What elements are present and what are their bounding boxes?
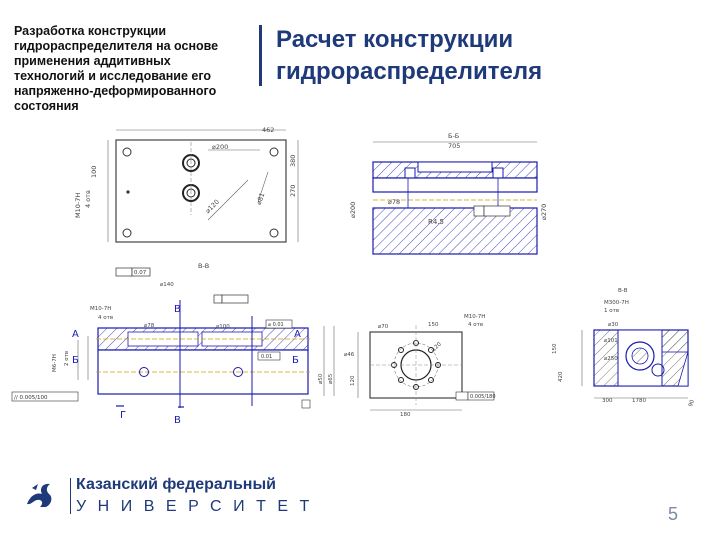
title-divider [259,25,262,86]
dim-label: 420 [558,371,564,382]
dim-label: ⌀200 [349,202,357,218]
dim-label: 4 отв [98,315,113,321]
dim-label: 462 [262,126,274,134]
dim-label: ⌀78 [388,198,400,206]
dim-label: ⌀140 [160,282,174,288]
slide-title: Расчет конструкции гидрораспределителя [276,24,542,88]
section-marker: В [174,304,181,315]
university-logo: Казанский федеральный УНИВЕРСИТЕТ [22,474,309,520]
university-name: Казанский федеральный [76,476,276,493]
bolt-hole-icon [122,147,132,157]
section-marker: А [294,329,301,340]
dim-label: ⌀65 [328,373,334,384]
subtitle-line-2: гидрораспределителя на основе [14,39,219,53]
dim-label: ⌀70 [378,324,389,330]
subtitle-line-5: напряженно-деформированного [14,84,217,98]
bolt-hole-icon [269,228,279,238]
pin-dot [126,190,130,194]
dim-label: 300 [602,398,613,404]
slide-subtitle: Разработка конструкции гидрораспределите… [14,24,252,114]
dim-label: M10-7H [464,314,485,320]
section-label: В-В [618,288,628,294]
dim-label: M6-7H [52,354,58,372]
section-marker: А [72,329,79,340]
dim-label: ⌀200 [212,143,228,151]
title-line-1: Расчет конструкции [276,26,514,53]
dim-label: 150 [552,343,558,354]
dim-label: 380 [289,155,297,167]
dim-label: ⌀250 [604,356,618,362]
section-bb: Б-Б 705 ⌀200 ⌀78 ⌀270 R4.5 [349,132,548,255]
dim-label: 1 отв [604,308,619,314]
section-label: В-В [198,262,209,270]
subtitle-line-1: Разработка конструкции [14,24,167,38]
dim-label: 0.07 [134,270,147,276]
section-side: ⌀70 150 120 ⌀46 M10-7H 4 отв 120 180 0.0… [344,314,496,418]
dim-label: ⌀78 [144,323,155,329]
front-view: 0.07 В-В ⌀140 M10-7H 4 отв M6-7H 2 отв ⌀… [11,262,335,426]
dim-label: ⌀46 [344,352,355,358]
top-view-outline [115,139,287,243]
subtitle-line-3: применения аддитивных [14,54,171,68]
logo-separator [70,478,71,514]
section-marker: Б [292,355,299,366]
dim-label: ⌀100 [216,324,230,330]
technical-drawing: 462 ⌀200 100 380 270 M10-7H 4 отв ⌀120 ⌀… [11,126,696,426]
dim-label: 2 отв [64,351,70,366]
dim-label: 270 [289,185,297,197]
dim-label: ⌀120 [204,198,221,215]
dim-label: M10-7H [90,306,111,312]
dim-label: 120 [350,375,356,386]
dim-label: 0.01 [261,354,272,360]
subtitle-line-6: состояния [14,99,79,113]
dim-label: 120 [431,341,443,353]
bolt-hole-icon [122,228,132,238]
dim-label: ⌀81 [255,192,267,206]
dim-label: M10-7H [74,193,82,218]
dim-label: 4 отв [468,322,483,328]
dim-label: ⌀ 0.01 [268,322,284,328]
section-marker: Б [72,355,79,366]
section-label: Б-Б [448,132,459,140]
dim-label: 180 [400,412,411,418]
university-word: УНИВЕРСИТЕТ [76,498,321,515]
section-marker: Г [120,410,126,421]
title-line-2: гидрораспределителя [276,58,543,85]
section-vv: В-В M300-7H 1 отв ⌀30 ⌀101 ⌀250 300 1780… [552,288,696,408]
dim-label: 4 отв [84,190,92,208]
bolt-hole-icon [269,147,279,157]
dim-label: 150 [428,322,439,328]
dim-label: R4.5 [428,218,444,226]
dim-label: 1780 [632,398,646,404]
dim-label: 705 [448,142,460,150]
top-view: 462 ⌀200 100 380 270 M10-7H 4 отв ⌀120 ⌀… [74,126,299,243]
dim-label: ⌀101 [604,338,618,344]
tolerance-frame: // 0.005/100 [14,395,48,401]
dim-label: 100 [90,166,98,178]
kfu-emblem-icon [27,483,52,507]
dim-label: 90 [688,399,696,408]
section-marker: В [174,415,181,426]
dim-label: ⌀50 [318,373,324,384]
dim-label: 0.005/180 [470,394,496,400]
dim-label: M300-7H [604,300,629,306]
dim-label: ⌀30 [608,322,619,328]
subtitle-line-4: технологий и исследование его [14,69,211,83]
dim-label: ⌀270 [540,204,548,220]
page-number: 5 [668,504,679,524]
